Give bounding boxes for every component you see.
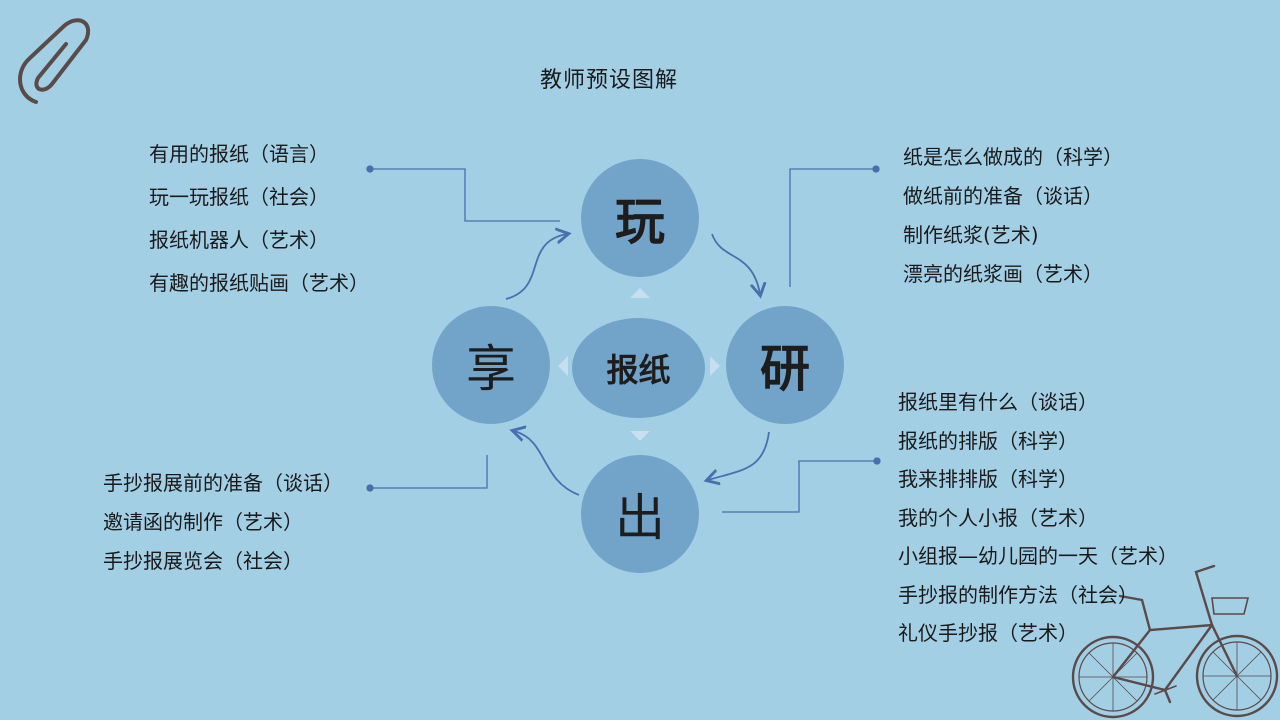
arrow-play-to-research (711, 233, 760, 294)
node-share: 享 (432, 306, 550, 424)
connector-research (789, 168, 876, 287)
list-item: 报纸里有什么（谈话） (898, 390, 1098, 414)
list-item: 报纸的排版（科学） (898, 428, 1078, 453)
bicycle-icon (1071, 564, 1279, 719)
node-research: 研 (726, 306, 844, 424)
connector-output (722, 460, 877, 513)
arrow-share-to-play (505, 234, 567, 300)
list-item: 手抄报展览会（社会） (103, 549, 303, 573)
list-item: 邀请函的制作（艺术） (103, 510, 303, 534)
list-item: 漂亮的纸浆画（艺术） (903, 262, 1103, 286)
node-output: 出 (581, 455, 699, 573)
list-item: 我的个人小报（艺术） (898, 505, 1098, 530)
arrow-output-to-share (514, 431, 580, 496)
research-activity-list: 纸是怎么做成的（科学） 做纸前的准备（谈话） 制作纸浆(艺术) 漂亮的纸浆画（艺… (903, 138, 1123, 294)
triangle-down-icon (630, 431, 650, 441)
list-item: 纸是怎么做成的（科学） (903, 145, 1123, 169)
list-item: 手抄报的制作方法（社会） (898, 582, 1138, 607)
list-item: 制作纸浆(艺术) (903, 223, 1039, 247)
triangle-right-icon (710, 356, 720, 376)
list-item: 报纸机器人（艺术） (149, 228, 329, 252)
output-activity-list: 报纸里有什么（谈话） 报纸的排版（科学） 我来排排版（科学） 我的个人小报（艺术… (898, 383, 1178, 653)
triangle-left-icon (558, 356, 568, 376)
node-play: 玩 (581, 159, 699, 277)
list-item: 有用的报纸（语言） (149, 142, 329, 166)
node-center: 报纸 (572, 318, 705, 418)
arrow-research-to-output (708, 431, 770, 480)
connector-play (370, 168, 560, 222)
play-activity-list: 有用的报纸（语言） 玩一玩报纸（社会） 报纸机器人（艺术） 有趣的报纸贴画（艺术… (149, 133, 369, 305)
triangle-up-icon (630, 288, 650, 298)
paperclip-icon (17, 18, 90, 104)
list-item: 手抄报展前的准备（谈话） (103, 471, 343, 495)
list-item: 我来排排版（科学） (898, 467, 1078, 491)
list-item: 小组报—幼儿园的一天（艺术） (898, 544, 1178, 568)
page-title: 教师预设图解 (540, 68, 679, 93)
list-item: 礼仪手抄报（艺术） (898, 621, 1078, 645)
share-activity-list: 手抄报展前的准备（谈话） 邀请函的制作（艺术） 手抄报展览会（社会） (103, 464, 343, 581)
list-item: 有趣的报纸贴画（艺术） (149, 271, 369, 295)
list-item: 玩一玩报纸（社会） (149, 185, 329, 209)
connector-share (370, 455, 488, 489)
list-item: 做纸前的准备（谈话） (903, 184, 1103, 208)
